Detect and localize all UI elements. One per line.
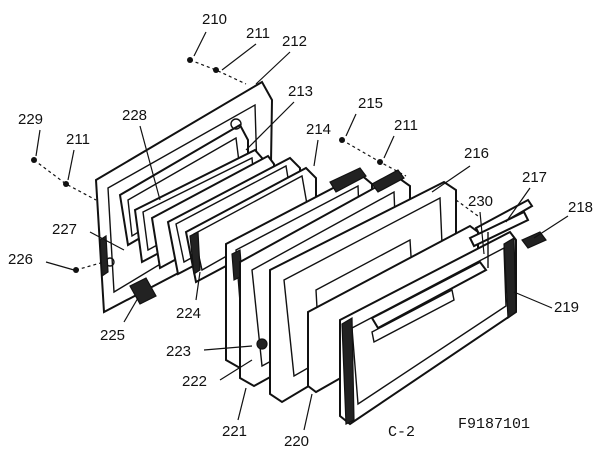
callout-223: 223	[166, 343, 191, 360]
figure-label: C-2	[388, 424, 415, 441]
callout-218: 218	[568, 199, 593, 216]
callout-225: 225	[100, 327, 125, 344]
callout-228: 228	[122, 107, 147, 124]
callout-221: 221	[222, 423, 247, 440]
callout-219: 219	[554, 299, 579, 316]
callout-215: 215	[358, 95, 383, 112]
callout-211-left: 211	[66, 131, 90, 148]
door-hinge-bracket	[129, 277, 157, 305]
leader-lines	[35, 31, 569, 431]
callout-212: 212	[282, 33, 307, 50]
callout-211-mid: 211	[394, 117, 418, 134]
callout-227: 227	[52, 221, 77, 238]
callout-230: 230	[468, 193, 493, 210]
inner-glass-frame	[133, 148, 317, 284]
drawing-number: F9187101	[458, 416, 530, 433]
door-handle	[370, 198, 547, 330]
callout-214: 214	[306, 121, 331, 138]
callout-222: 222	[182, 373, 207, 390]
callout-220: 220	[284, 433, 309, 450]
callouts: 210 211 212 213 214 215 211 216 217 218 …	[8, 11, 593, 450]
callout-213: 213	[288, 83, 313, 100]
callout-216: 216	[464, 145, 489, 162]
door-trim-frame	[339, 230, 517, 426]
callout-229: 229	[18, 111, 43, 128]
screws	[31, 57, 479, 273]
callout-226: 226	[8, 251, 33, 268]
callout-211-top: 211	[246, 25, 270, 42]
callout-217: 217	[522, 169, 547, 186]
callout-224: 224	[176, 305, 201, 322]
callout-210: 210	[202, 11, 227, 28]
